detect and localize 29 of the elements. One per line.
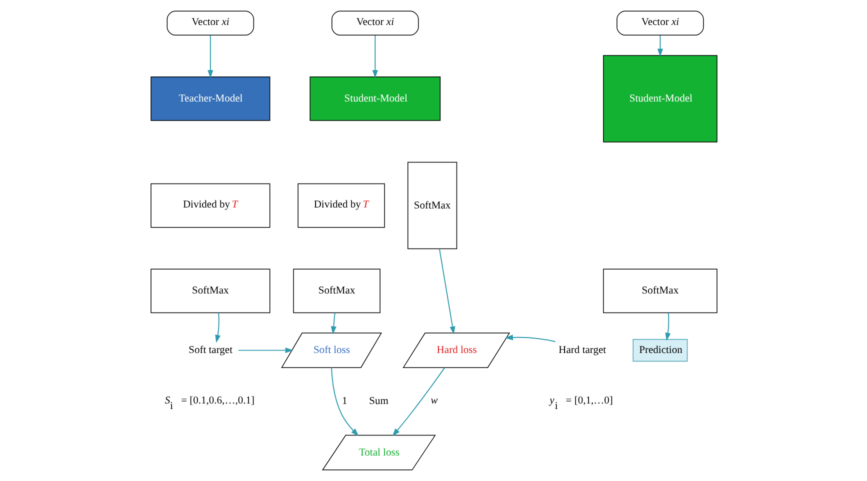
label: Sum xyxy=(368,396,388,408)
arrow xyxy=(438,248,455,334)
node-box: SoftMax xyxy=(407,162,457,250)
arrow xyxy=(504,334,556,342)
arrow xyxy=(656,34,662,57)
node-box: SoftMax xyxy=(150,268,270,314)
arrow xyxy=(330,312,336,334)
node-box: Teacher-Model xyxy=(150,76,270,121)
node-box: Divided by T xyxy=(150,183,270,228)
edge-label: 1 xyxy=(342,396,347,408)
node-box: Vector xi xyxy=(166,10,254,36)
arrow xyxy=(330,367,358,436)
node-box: Student-Model xyxy=(602,55,717,142)
arrow xyxy=(214,312,220,343)
node-text: Hard target xyxy=(558,345,606,356)
arrow xyxy=(664,312,670,341)
node-box: SoftMax xyxy=(602,268,717,314)
arrow xyxy=(237,348,293,354)
arrow xyxy=(372,34,378,78)
arrow xyxy=(207,34,213,78)
node-box: Vector xi xyxy=(331,10,418,36)
node-text: Soft target xyxy=(188,345,232,356)
node-box: SoftMax xyxy=(292,268,380,314)
arrow xyxy=(392,367,445,436)
node-box: Divided by T xyxy=(297,183,384,228)
node-box: Vector xi xyxy=(616,10,704,36)
edge-label: w xyxy=(430,395,438,406)
node-box: Prediction xyxy=(632,339,688,362)
node-box: Student-Model xyxy=(309,76,440,121)
